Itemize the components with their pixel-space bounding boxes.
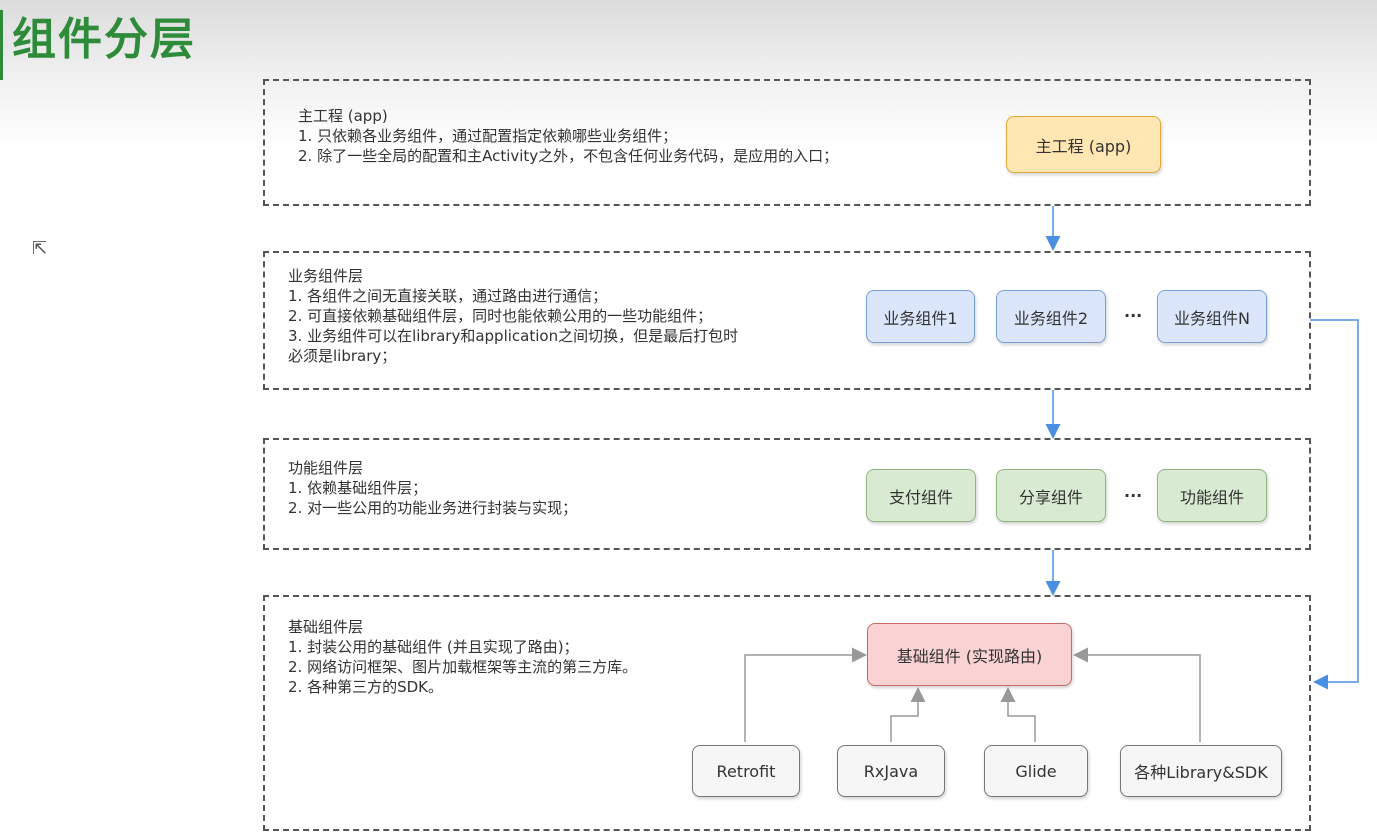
arrow-business-to-base xyxy=(1310,319,1359,690)
feature-layer-description: 功能组件层 1. 依赖基础组件层； 2. 对一些公用的功能业务进行封装与实现； xyxy=(288,458,577,518)
app-layer-line-2: 2. 除了一些全局的配置和主Activity之外，不包含任何业务代码，是应用的入… xyxy=(298,147,839,165)
feature-layer xyxy=(263,438,1311,550)
base-layer-line-3: 2. 各种第三方的SDK。 xyxy=(288,678,443,696)
feature-layer-line-1: 1. 依赖基础组件层； xyxy=(288,479,428,497)
title-accent-bar xyxy=(0,10,3,80)
app-layer xyxy=(263,79,1311,206)
business-layer-line-2: 2. 可直接依赖基础组件层，同时也能依赖公用的一些功能组件； xyxy=(288,307,713,325)
base-layer-line-2: 2. 网络访问框架、图片加载框架等主流的第三方库。 xyxy=(288,658,638,676)
lib-node-glide[interactable]: Glide xyxy=(984,745,1088,797)
business-layer xyxy=(263,251,1311,390)
lib-node-retrofit[interactable]: Retrofit xyxy=(692,745,800,797)
feature-layer-line-2: 2. 对一些公用的功能业务进行封装与实现； xyxy=(288,499,578,517)
lib-node-library-sdk[interactable]: 各种Library&SDK xyxy=(1120,745,1282,797)
app-layer-title: 主工程 (app) xyxy=(298,107,388,125)
base-node-router[interactable]: 基础组件 (实现路由) xyxy=(867,623,1072,686)
feature-node-generic[interactable]: 功能组件 xyxy=(1157,469,1267,522)
lib-node-rxjava[interactable]: RxJava xyxy=(837,745,945,797)
app-node[interactable]: 主工程 (app) xyxy=(1006,116,1161,173)
mouse-cursor-icon: ⇱ xyxy=(32,238,48,259)
app-layer-line-1: 1. 只依赖各业务组件，通过配置指定依赖哪些业务组件； xyxy=(298,127,678,145)
business-layer-title: 业务组件层 xyxy=(288,267,364,285)
app-layer-description: 主工程 (app) 1. 只依赖各业务组件，通过配置指定依赖哪些业务组件； 2.… xyxy=(298,106,838,166)
arrow-retrofit-to-base xyxy=(744,647,867,742)
business-node-2[interactable]: 业务组件2 xyxy=(996,290,1106,343)
feature-node-payment[interactable]: 支付组件 xyxy=(866,469,976,522)
base-layer-title: 基础组件层 xyxy=(288,618,364,636)
business-layer-line-1: 1. 各组件之间无直接关联，通过路由进行通信； xyxy=(288,287,608,305)
feature-ellipsis: ··· xyxy=(1124,486,1143,505)
business-layer-line-4: 必须是library； xyxy=(288,347,397,365)
arrow-rxjava-to-base xyxy=(890,687,926,742)
business-layer-description: 业务组件层 1. 各组件之间无直接关联，通过路由进行通信； 2. 可直接依赖基础… xyxy=(288,266,738,366)
business-node-1[interactable]: 业务组件1 xyxy=(866,290,975,343)
feature-node-share[interactable]: 分享组件 xyxy=(996,469,1106,522)
base-layer xyxy=(263,595,1311,831)
base-layer-description: 基础组件层 1. 封装公用的基础组件 (并且实现了路由)； 2. 网络访问框架、… xyxy=(288,617,637,697)
business-layer-line-3: 3. 业务组件可以在library和application之间切换，但是最后打包… xyxy=(288,327,739,345)
page-title: 组件分层 xyxy=(12,14,196,65)
arrow-libsdk-to-base xyxy=(1073,647,1201,742)
arrow-glide-to-base xyxy=(1000,687,1036,742)
base-layer-line-1: 1. 封装公用的基础组件 (并且实现了路由)； xyxy=(288,638,579,656)
business-node-n[interactable]: 业务组件N xyxy=(1157,290,1267,343)
feature-layer-title: 功能组件层 xyxy=(288,459,364,477)
business-ellipsis: ··· xyxy=(1124,306,1143,325)
